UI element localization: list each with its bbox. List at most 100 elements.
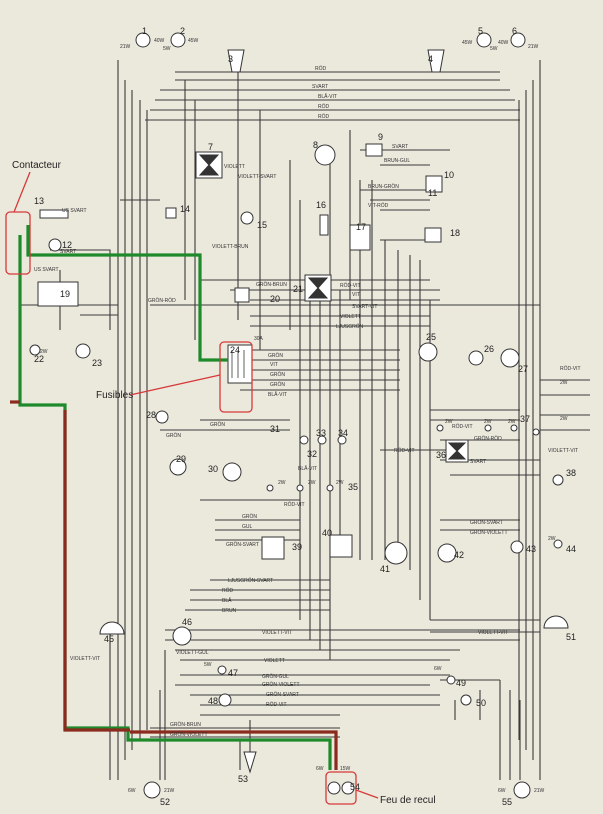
relay-39 (261, 536, 285, 560)
wire-label: US SVART (34, 267, 59, 273)
wire-label: GRÖN-VIOLETT (170, 731, 208, 738)
lamp-36a (436, 424, 444, 432)
num-27: 27 (518, 364, 528, 374)
wire-label: BLÅ-VIT (318, 93, 337, 100)
wire-label: RÖD (318, 113, 330, 120)
switch-46 (172, 626, 192, 646)
lamp-34 (337, 435, 347, 445)
rating-labels: 21W 40W 5W 45W 45W 5W 40W 21W 2W 30A 2W … (40, 38, 568, 794)
rating: 5W (163, 46, 171, 52)
fuse-box-fuses (231, 350, 245, 378)
lamp-32 (299, 435, 309, 445)
num-40: 40 (322, 528, 332, 538)
wire-label: VIOLETT-VIT (262, 630, 292, 636)
num-42: 42 (454, 550, 464, 560)
rating: 2W (336, 480, 344, 486)
rating: 5W (204, 662, 212, 668)
lamp-35c (326, 484, 334, 492)
switch-12 (48, 238, 62, 252)
switch-28 (155, 410, 169, 424)
wire-label: SVART (392, 144, 408, 150)
wire-label: VIT-RÖD (368, 202, 389, 209)
lamp-47 (217, 665, 227, 675)
rating: 21W (528, 44, 539, 50)
num-4: 4 (428, 54, 433, 64)
num-3: 3 (228, 54, 233, 64)
num-2: 2 (180, 26, 185, 36)
num-9: 9 (378, 132, 383, 142)
wire-label: GUL (242, 524, 253, 530)
rating: 21W (164, 788, 175, 794)
wire-label: RÖD (318, 103, 330, 110)
num-33: 33 (316, 428, 326, 438)
num-13: 13 (34, 196, 44, 206)
wire-label: RÖD-VIT (452, 423, 473, 430)
wire-label: VIOLETT-GUL (176, 650, 209, 656)
wire-label: GRÖN-SVART (266, 691, 299, 698)
num-46: 46 (182, 617, 192, 627)
rating: 2W (484, 419, 492, 425)
wire-label: RÖD (222, 587, 234, 594)
num-14: 14 (180, 204, 190, 214)
wire-label: VIT (352, 292, 360, 298)
wire-label: RÖD-VIT (560, 365, 581, 372)
wire-label: GRÖN-SVART (470, 519, 503, 526)
component-40 (329, 534, 353, 558)
lamp-36b (484, 424, 492, 432)
fan-36-symbol (447, 442, 467, 460)
num-24: 24 (230, 345, 240, 355)
annotation-fusibles: Fusibles (96, 390, 133, 401)
num-28: 28 (146, 410, 156, 420)
num-52: 52 (160, 797, 170, 807)
component-53 (243, 751, 257, 774)
switch-50 (460, 694, 472, 706)
wire-label: RÖD (315, 65, 327, 72)
rating: 40W (154, 38, 165, 44)
starter-13 (39, 209, 69, 219)
num-37: 37 (520, 414, 530, 424)
num-26: 26 (484, 344, 494, 354)
lamp-37a (510, 424, 518, 432)
wire-label: RÖD-VIT (266, 701, 287, 708)
coil-16 (319, 214, 329, 236)
lamp-51 (543, 615, 569, 629)
wire-label: LJUSGRÖN-SVART (228, 577, 273, 584)
horn-3 (227, 49, 245, 73)
wire-label: RÖD-VIT (394, 447, 415, 454)
rating: 45W (462, 40, 473, 46)
num-35: 35 (348, 482, 358, 492)
lamp-45 (99, 621, 125, 635)
fusibles-box (219, 341, 253, 413)
num-44: 44 (566, 544, 576, 554)
headlamp-6 (510, 32, 526, 48)
rating: 45W (188, 38, 199, 44)
components (29, 32, 569, 799)
motor-41 (384, 541, 408, 565)
wire-label: GRÖN (210, 421, 225, 428)
num-6: 6 (512, 26, 517, 36)
wire-label: BLÅ (222, 597, 232, 604)
num-34: 34 (338, 428, 348, 438)
wire-label: US SVART (62, 208, 87, 214)
num-51: 51 (566, 632, 576, 642)
wire-label: VIOLETT-SVART (238, 174, 276, 180)
num-17: 17 (356, 222, 366, 232)
wire-label: VIOLETT (340, 314, 361, 320)
wire-label: GRÖN (270, 371, 285, 378)
num-21: 21 (293, 284, 303, 294)
num-19: 19 (60, 289, 70, 299)
component-14 (165, 207, 177, 219)
switch-48 (218, 693, 232, 707)
wire-label: SVART (60, 249, 76, 255)
num-11: 11 (428, 188, 437, 198)
wire-label: VIOLETT-VIT (548, 448, 578, 454)
wire-label: VIOLETT-VIT (478, 630, 508, 636)
wire-label: GRÖN-VIOLETT (262, 681, 300, 688)
num-41: 41 (380, 564, 390, 574)
reverse-circuit-brown (63, 410, 130, 732)
generator-19 (37, 281, 79, 307)
wire-label: GRÖN (270, 381, 285, 388)
rating: 2W (445, 419, 453, 425)
switch-29 (169, 458, 187, 476)
contacteur-leader (13, 171, 31, 213)
